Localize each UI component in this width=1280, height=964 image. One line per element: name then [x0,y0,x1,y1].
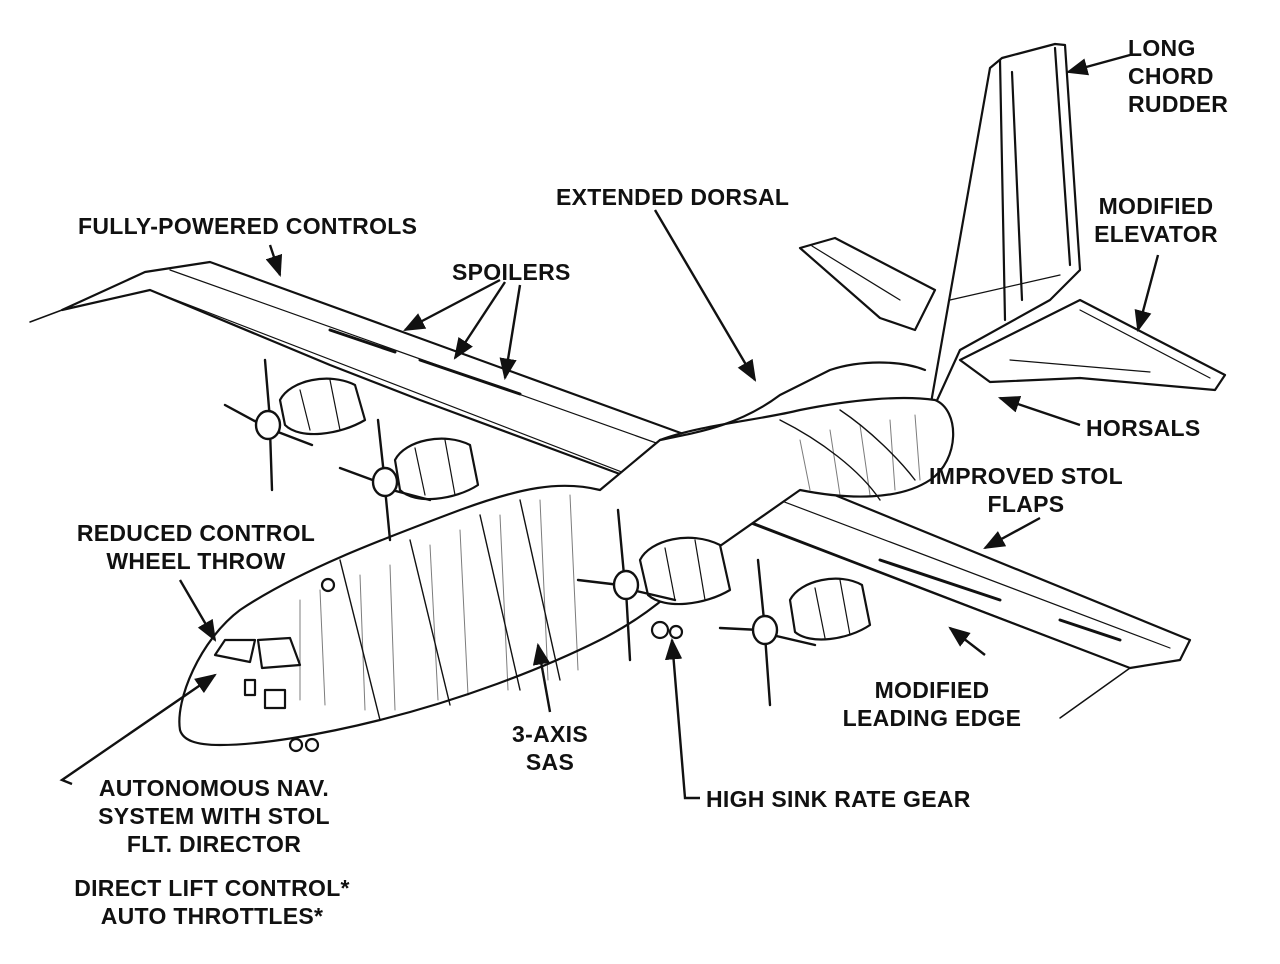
label-3-axis-sas: 3-AXIS SAS [512,721,588,775]
label-long-chord-rudder: LONG CHORD RUDDER [1128,35,1229,117]
leader-autonomous-nav [59,673,217,786]
label-fully-powered-controls: FULLY-POWERED CONTROLS [78,213,418,239]
label-auto-throttles: AUTO THROTTLES* [100,903,324,929]
propellers [223,358,817,707]
engine-nacelles [278,377,872,641]
leader-reduced-control-wheel [178,579,217,642]
propeller-4 [718,558,817,707]
leader-spoilers-3 [499,284,522,381]
label-direct-lift-auto-throttles: DIRECT LIFT CONTROL* AUTO THROTTLES* [60,874,364,930]
label-horsals: HORSALS [1086,415,1201,441]
label-direct-lift-control: DIRECT LIFT CONTROL* [74,875,350,901]
leader-spoilers-2 [453,281,507,360]
horizontal-stabilizer-far [798,236,937,332]
label-modified-elevator: MODIFIED ELEVATOR [1094,193,1218,247]
nose-gear [288,737,320,753]
label-reduced-control-wheel-throw: REDUCED CONTROL WHEEL THROW [76,520,316,574]
label-spoilers: SPOILERS [452,259,571,285]
main-wing [29,260,1192,719]
leader-improved-stol-flaps [983,516,1041,550]
leader-fully-powered-controls [265,244,283,278]
fuselage-shading [299,414,921,711]
leader-spoilers-1 [403,278,501,332]
leader-lines [59,53,1160,800]
propeller-2 [338,418,432,542]
vertical-tail [926,42,1082,422]
label-improved-stol-flaps: IMPROVED STOL FLAPS [929,463,1123,517]
label-extended-dorsal: EXTENDED DORSAL [556,184,790,210]
leader-long-chord-rudder [1065,53,1131,76]
propeller-1 [223,358,314,492]
leader-extended-dorsal [653,209,757,382]
label-modified-leading-edge: MODIFIED LEADING EDGE [842,677,1022,731]
main-gear [650,620,684,640]
leader-modified-elevator [1134,254,1160,333]
propeller-3 [576,508,677,662]
fuselage [178,361,955,747]
label-autonomous-nav: AUTONOMOUS NAV. SYSTEM WITH STOL FLT. DI… [98,775,330,857]
leader-3-axis-sas [532,642,552,713]
horizontal-stabilizer-near [958,298,1227,392]
leader-horsals [997,396,1081,427]
cockpit-windows [213,577,336,710]
leader-modified-leading-edge [948,626,986,656]
label-high-sink-rate-gear: HIGH SINK RATE GEAR [706,786,971,812]
leader-high-sink-rate-gear [664,637,700,800]
